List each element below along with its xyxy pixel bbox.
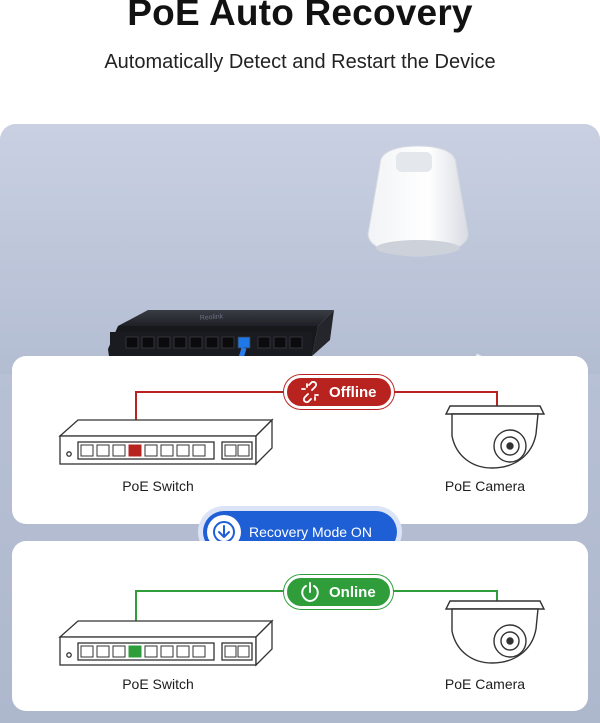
product-photo: Reolink	[0, 124, 600, 374]
camera-icon	[444, 600, 546, 664]
offline-card: Offline PoE Switch PoE Camera	[12, 356, 588, 524]
camera-icon	[444, 405, 546, 469]
page-title: PoE Auto Recovery	[127, 0, 473, 33]
brand-logo: Reolink	[200, 313, 224, 322]
dome-camera-photo	[367, 145, 469, 257]
power-icon	[301, 582, 319, 602]
page-subtitle: Automatically Detect and Restart the Dev…	[104, 51, 496, 73]
offline-switch-label: PoE Switch	[122, 478, 194, 494]
online-camera-label: PoE Camera	[444, 676, 526, 692]
broken-link-icon	[301, 381, 319, 403]
offline-status-text: Offline	[329, 383, 377, 401]
online-switch-label: PoE Switch	[122, 676, 194, 692]
switch-photo: Reolink	[108, 310, 334, 364]
online-status-badge: Online	[284, 575, 393, 609]
online-status-text: Online	[329, 583, 376, 601]
online-card: Online PoE Switch PoE Camera	[12, 541, 588, 711]
recovery-mode-text: Recovery Mode ON	[249, 524, 372, 540]
switch-icon	[58, 418, 274, 466]
switch-icon	[58, 619, 274, 667]
online-diagram	[58, 590, 546, 667]
offline-diagram	[58, 391, 546, 469]
offline-status-badge: Offline	[284, 375, 394, 409]
offline-camera-label: PoE Camera	[444, 478, 526, 494]
illustration-panel: Reolink	[0, 124, 600, 723]
